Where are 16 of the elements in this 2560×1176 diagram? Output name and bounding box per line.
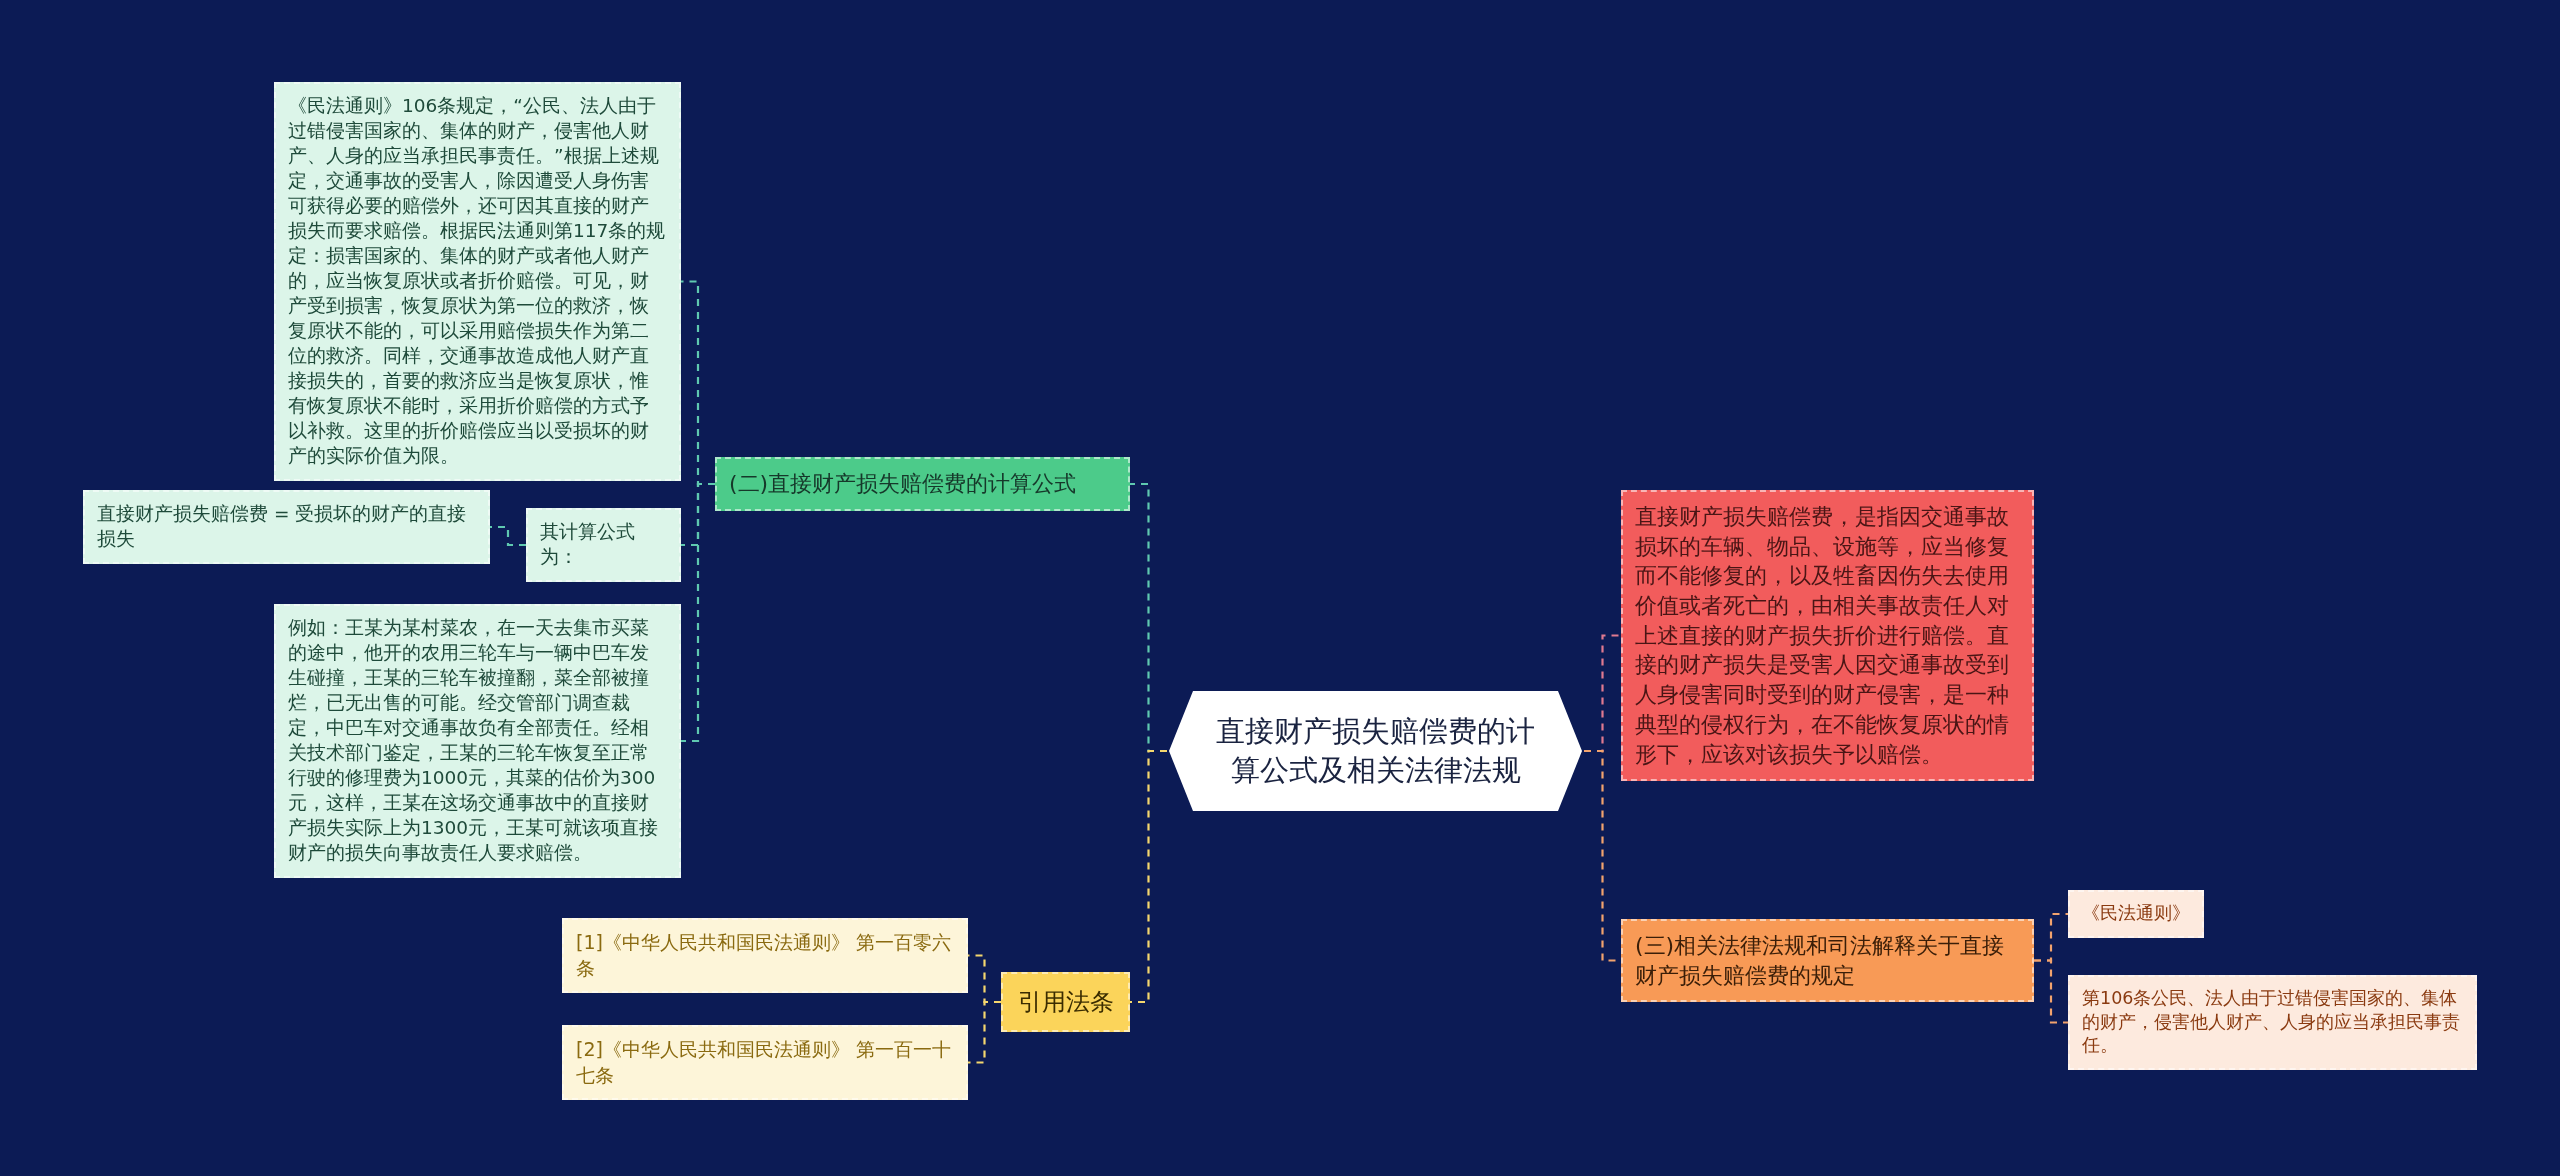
note-box: 例如：王某为某村菜农，在一天去集市买菜的途中，他开的农用三轮车与一辆中巴车发生碰撞，王某的三轮车被撞翻，菜全部被撞烂，已无出售的可能。经交管部门调查裁定，中巴车对交通事故负有全部责任。经相关技术部门鉴定，王某的三轮车恢复至正常行驶的修理费为1000元，其菜的估价为300元，这样，王某在这场交通事故中的直接财产损失实际上为1300元，王某可就该项直接财产的损失向事故责任人要求赔偿。	[274, 604, 681, 878]
note-box: 《民法通则》	[2068, 890, 2204, 938]
note-box: 第106条公民、法人由于过错侵害国家的、集体的财产，侵害他人财产、人身的应当承担民事责任。	[2068, 975, 2477, 1070]
topic-box: 引用法条	[1001, 972, 1130, 1033]
note-box: 直接财产损失赔偿费 = 受损坏的财产的直接损失	[83, 490, 490, 564]
note-box: 其计算公式为：	[526, 508, 681, 582]
note-box: 《民法通则》106条规定，“公民、法人由于过错侵害国家的、集体的财产，侵害他人财产、人身的应当承担民事责任。”根据上述规定，交通事故的受害人，除因遭受人身伤害可获得必要的赔偿外，还可因其直接的财产损失而要求赔偿。根据民法通则第117条的规定：损害国家的、集体的财产或者他人财产的，应当恢复原状或者折价赔偿。可见，财产受到损害，恢复原状为第一位的救济，恢复原状不能的，可以采用赔偿损失作为第二位的救济。同样，交通事故造成他人财产直接损失的，首要的救济应当是恢复原状，惟有恢复原状不能时，采用折价赔偿的方式予以补救。这里的折价赔偿应当以受损坏的财产的实际价值为限。	[274, 82, 681, 481]
connector	[2034, 959, 2068, 1024]
topic-box: (三)相关法律法规和司法解释关于直接财产损失赔偿费的规定	[1621, 919, 2034, 1003]
connector	[968, 1000, 1001, 1064]
note-box: [1]《中华人民共和国民法通则》 第一百零六条	[562, 918, 968, 994]
topic-box: (二)直接财产损失赔偿费的计算公式	[715, 457, 1130, 511]
note-box: [2]《中华人民共和国民法通则》 第一百一十七条	[562, 1025, 968, 1101]
connector	[681, 482, 715, 743]
central-topic: 直接财产损失赔偿费的计算公式及相关法律法规	[1167, 689, 1584, 813]
topic-box: 直接财产损失赔偿费，是指因交通事故损坏的车辆、物品、设施等，应当修复而不能修复的，以及牲畜因伤失去使用价值或者死亡的，由相关事故责任人对上述直接的财产损失折价进行赔偿。直接的财产损失是受害人因交通事故受到人身侵害同时受到的财产侵害，是一种典型的侵权行为，在不能恢复原状的情形下，应该对该损失予以赔偿。	[1621, 490, 2034, 782]
